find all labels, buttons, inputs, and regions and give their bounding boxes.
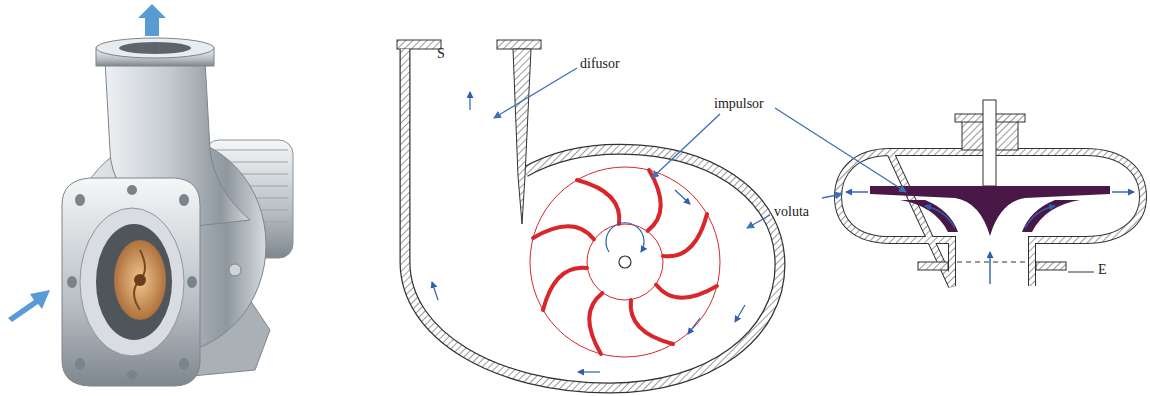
part-label: impulsor: [714, 96, 764, 112]
part-label: E: [1098, 262, 1107, 278]
part-label: difusor: [580, 56, 620, 72]
part-label: S: [437, 46, 445, 62]
side-section: [838, 100, 1143, 286]
pump-render: [8, 4, 293, 386]
impeller-drawing: [530, 167, 720, 357]
leader-lines: [494, 68, 906, 228]
part-label: voluta: [774, 204, 809, 220]
volute-section: [397, 40, 780, 388]
